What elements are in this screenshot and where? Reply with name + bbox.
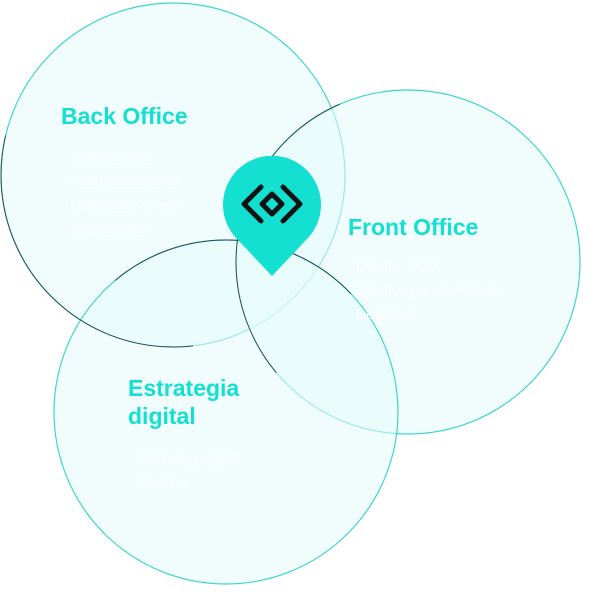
back-office-title: Back Office xyxy=(61,103,188,129)
estrategia-title: Estrategia digital xyxy=(128,374,239,430)
front-office-title: Front Office xyxy=(348,214,479,240)
list-item: Automatizaciones xyxy=(70,172,181,188)
link-chain-icon xyxy=(241,184,303,224)
list-item: Diseño UX/UI xyxy=(356,258,441,274)
front-office-list: Diseño UX/UI Diseños personalizados Desa… xyxy=(356,254,505,326)
list-item: Analítica xyxy=(136,474,190,490)
list-item: Desarrollo xyxy=(356,306,420,322)
estrategia-title-line2: digital xyxy=(128,403,196,429)
list-item: Integraciones xyxy=(70,148,155,164)
list-item: Marketing digital xyxy=(136,450,238,466)
estrategia-title-line1: Estrategia xyxy=(128,375,240,401)
estrategia-outline xyxy=(53,239,399,585)
back-office-outline xyxy=(0,2,346,348)
logo-pin xyxy=(223,155,321,276)
estrategia-list: Marketing digital Analítica xyxy=(136,446,238,494)
front-office-outline xyxy=(235,89,581,435)
back-office-list: Integraciones Automatizaciones Optimizac… xyxy=(70,144,181,240)
list-item: Diseños personalizados xyxy=(356,282,505,298)
list-item: Migraciones xyxy=(70,220,146,236)
list-item: Optimización web xyxy=(70,196,181,212)
